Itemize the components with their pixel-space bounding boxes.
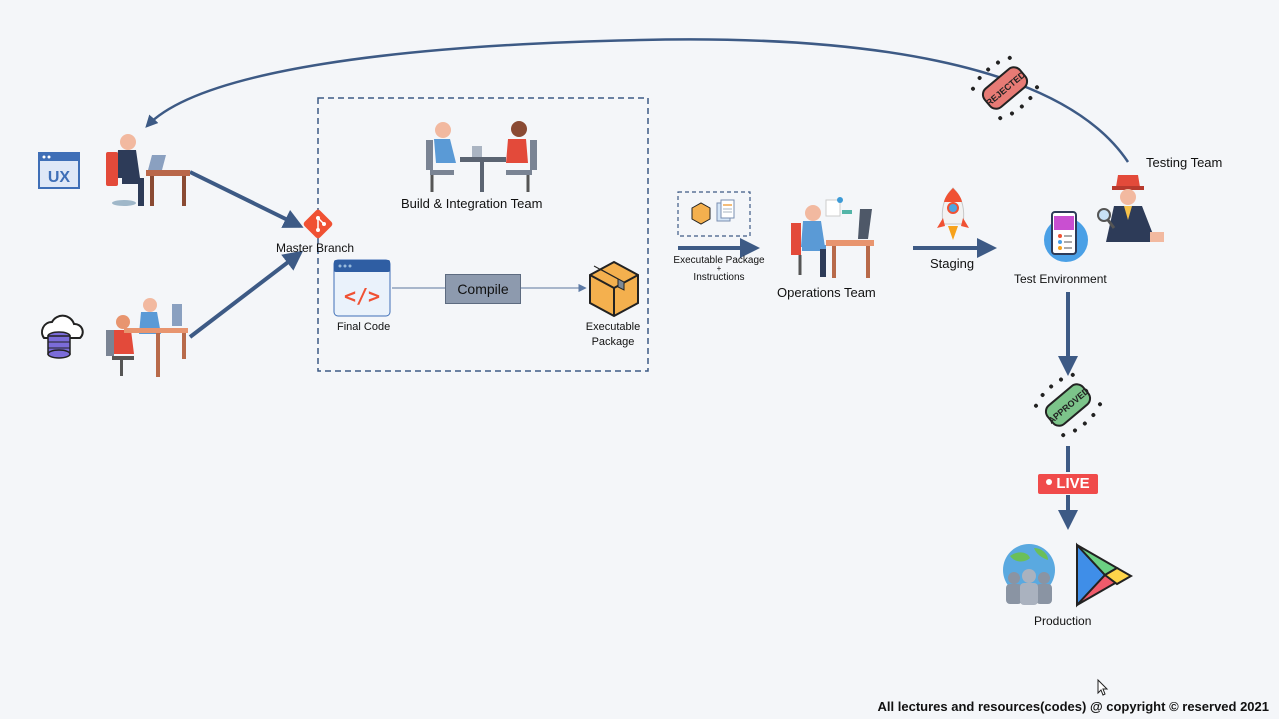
build-integration-boundary bbox=[317, 97, 649, 372]
developers-pair-icon bbox=[106, 298, 188, 377]
rejection-feedback-arrow bbox=[145, 38, 1130, 163]
build-team-label: Build & Integration Team bbox=[401, 196, 543, 211]
code-editor-icon[interactable]: </> bbox=[333, 259, 391, 317]
staging-label: Staging bbox=[930, 256, 975, 271]
globe-people-icon bbox=[1003, 544, 1055, 605]
transfer-line2: + bbox=[716, 264, 722, 273]
team-meeting-icon bbox=[426, 121, 537, 192]
live-label: LIVE bbox=[1056, 475, 1090, 492]
rocket-icon bbox=[937, 187, 969, 240]
package-box-icon bbox=[589, 260, 639, 318]
operations-person-icon bbox=[791, 197, 874, 278]
operations-team-label: Operations Team bbox=[777, 285, 876, 300]
play-store-icon[interactable] bbox=[1076, 542, 1134, 608]
detective-icon bbox=[1097, 175, 1164, 242]
transfer-line3: Instructions bbox=[693, 272, 745, 283]
git-icon[interactable] bbox=[302, 208, 333, 239]
executable-package-line1: Executable bbox=[585, 321, 641, 333]
production-label: Production bbox=[1034, 614, 1092, 628]
approved-stamp: APPROVED bbox=[1033, 372, 1103, 438]
mobile-test-icon bbox=[1044, 211, 1088, 262]
live-dot-icon bbox=[1046, 479, 1053, 486]
svg-text:</>: </> bbox=[344, 284, 380, 308]
designer-person-icon bbox=[106, 134, 190, 206]
executable-package-line2: Package bbox=[591, 336, 635, 348]
final-code-label: Final Code bbox=[337, 321, 391, 333]
copyright-footer: All lectures and resources(codes) @ copy… bbox=[877, 699, 1269, 714]
live-badge: LIVE bbox=[1038, 474, 1098, 494]
rejected-stamp: REJECTED bbox=[970, 55, 1040, 121]
master-branch-label: Master Branch bbox=[276, 241, 355, 255]
package-instructions-boundary bbox=[677, 191, 751, 237]
compile-step[interactable]: Compile bbox=[445, 274, 521, 304]
test-environment-label: Test Environment bbox=[1014, 272, 1107, 286]
arrow-designer-to-master bbox=[189, 170, 304, 228]
cloud-database-icon bbox=[41, 314, 84, 359]
transfer-label: Executable Package + Instructions bbox=[664, 255, 774, 283]
testing-team-label: Testing Team bbox=[1146, 155, 1223, 170]
executable-package-label: Executable Package bbox=[578, 320, 648, 350]
arrow-developers-to-master bbox=[188, 250, 304, 339]
cursor-icon bbox=[1097, 678, 1109, 696]
svg-text:UX: UX bbox=[48, 169, 71, 186]
transfer-line1: Executable Package bbox=[673, 255, 765, 266]
ux-window-icon: UX bbox=[38, 152, 80, 189]
package-docs-icon bbox=[691, 199, 735, 225]
